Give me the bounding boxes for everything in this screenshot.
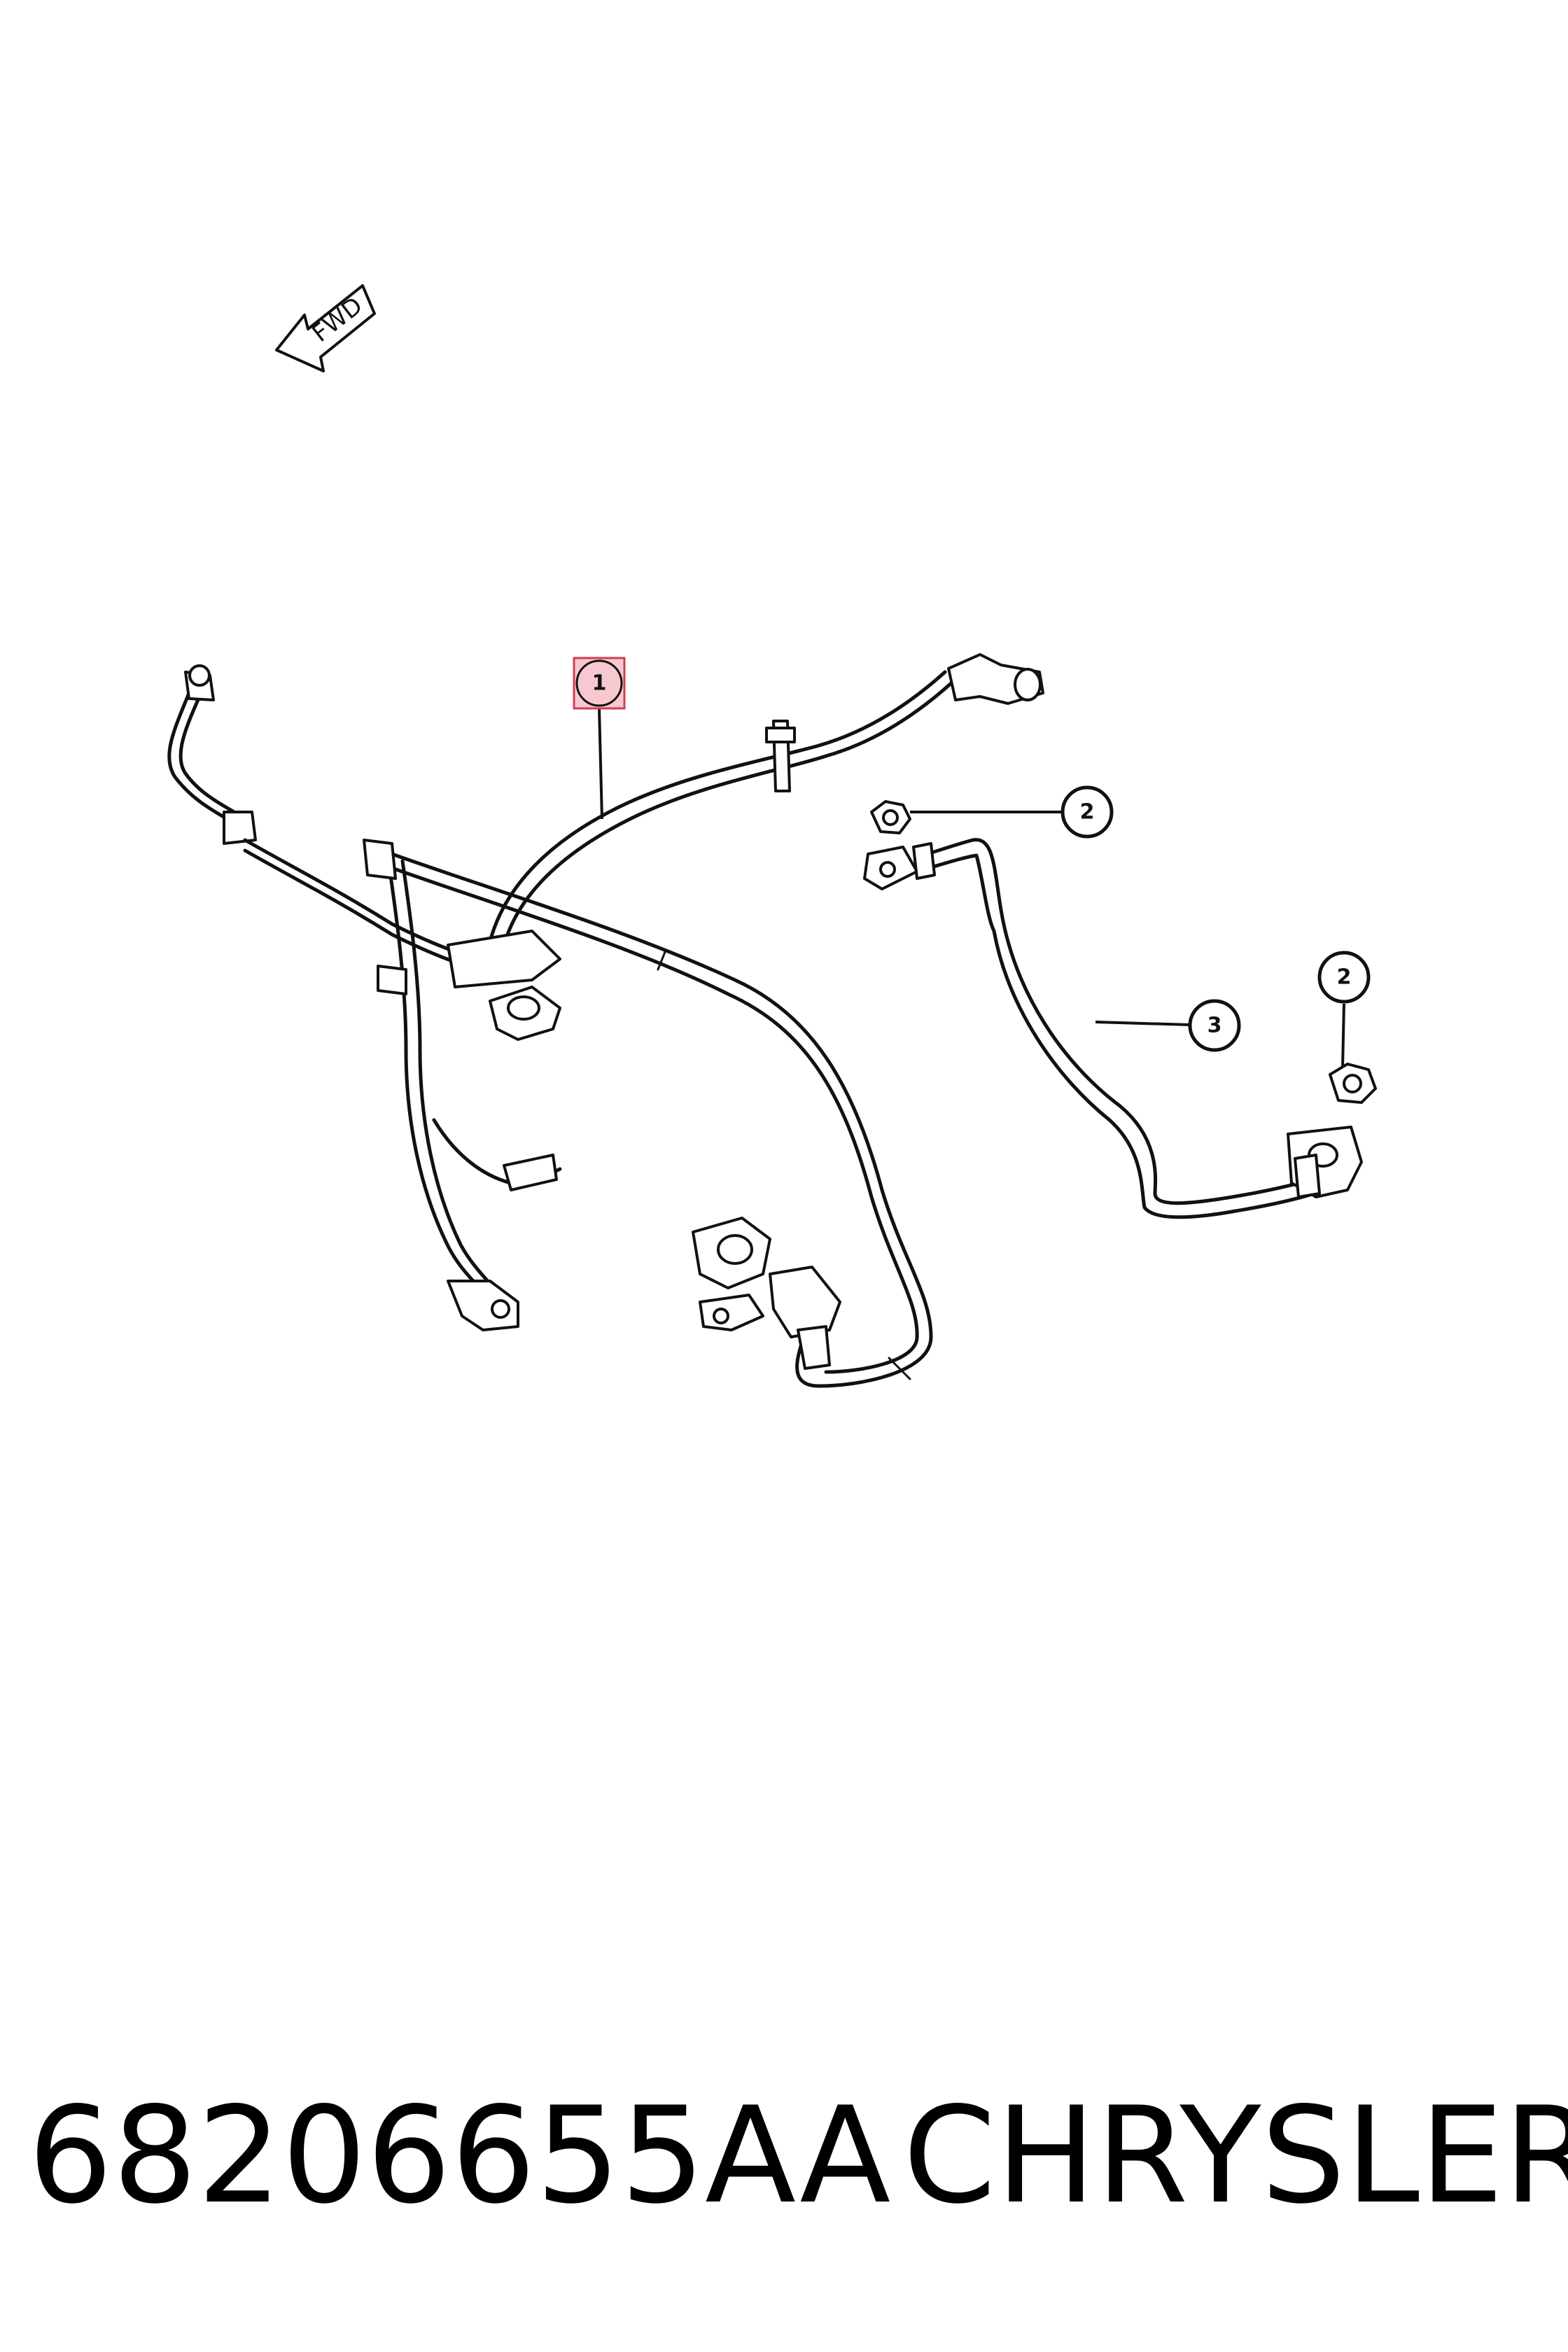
- brand-label: CHRYSLER: [903, 2078, 1568, 2233]
- footer: 68206655AA CHRYSLER: [0, 2072, 1568, 2240]
- part-number: 68206655AA: [28, 2078, 891, 2233]
- leader-line-3: [1095, 1021, 1191, 1026]
- callout-3[interactable]: 3: [1188, 999, 1241, 1052]
- wiring-diagram: FWD: [167, 284, 1377, 1388]
- battery-cable-harness: [167, 653, 1044, 1388]
- callout-2b[interactable]: 2: [1317, 951, 1371, 1004]
- leader-line-2b: [1341, 1003, 1345, 1068]
- nut-icon: [870, 800, 911, 834]
- callout-2a-label: 2: [1080, 800, 1095, 825]
- callout-1[interactable]: 1: [573, 657, 626, 710]
- nut-icon: [1329, 1063, 1377, 1104]
- callout-2a[interactable]: 2: [1060, 785, 1114, 839]
- fwd-arrow-icon: FWD: [275, 284, 376, 372]
- callout-1-label: 1: [592, 671, 607, 696]
- callout-2b-label: 2: [1337, 965, 1352, 990]
- callout-3-label: 3: [1208, 1014, 1222, 1038]
- leader-line-1: [598, 708, 603, 820]
- ground-cable: [863, 838, 1363, 1219]
